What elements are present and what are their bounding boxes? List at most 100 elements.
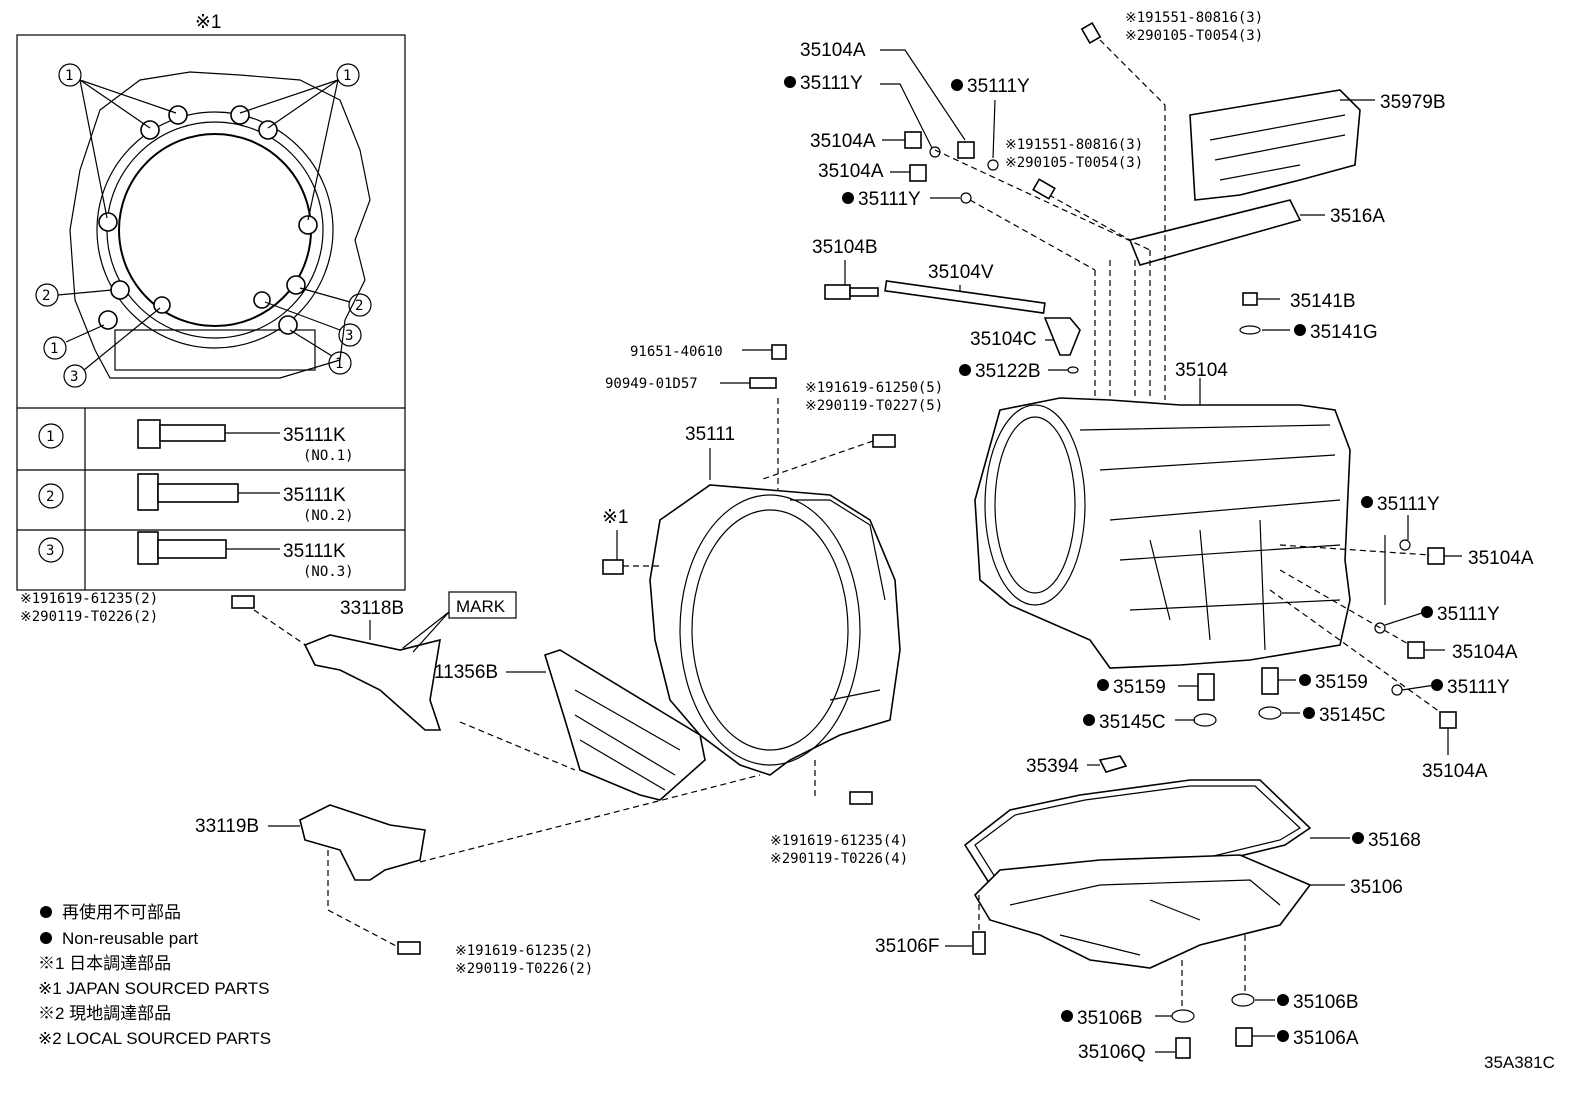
label-notes-b1b: ※290119-T0227(5): [805, 398, 943, 414]
label-inset-circle_labels-4: 1: [50, 341, 58, 357]
label-inset-circle_labels-6: 3: [70, 369, 78, 385]
inset-table: 1 35111K (NO.1) 2 35111K (NO.2) 3 35111K…: [38, 419, 354, 580]
label-labels-p35106a: 35106A: [1293, 1028, 1359, 1049]
legend-nonreuse-en: Non-reusable part: [62, 929, 198, 948]
label-labels-p35394: 35394: [1026, 756, 1079, 777]
side-plugs: 35111Y 35104A 35111Y 35104A 35111Y 35104…: [1269, 494, 1534, 782]
inset-callouts: 1 1 2 2 1 3 3 1: [35, 63, 372, 388]
label-inset-rows-2-num: 3: [46, 543, 54, 559]
label-labels-p35159_2: 35159: [1315, 672, 1368, 693]
label-notes-b2b: ※290119-T0226(2): [20, 609, 158, 625]
label-labels-p35104a_4: 35104A: [1468, 548, 1534, 569]
label-labels-p35104a_2: 35104A: [810, 131, 876, 152]
label-inset-rows-1-part: 35111K: [283, 485, 346, 506]
diagram-id: 35A381C: [1484, 1053, 1555, 1072]
label-inset-circle_labels-5: 3: [345, 328, 353, 344]
label-notes-top_b: ※290105-T0054(3): [1125, 28, 1263, 44]
label-labels-p35145c_1: 35145C: [1099, 712, 1166, 733]
label-labels-p35111y_1: 35111Y: [800, 73, 863, 94]
label-labels-p35111y_6: 35111Y: [1447, 677, 1510, 698]
label-notes-mid_a: ※191551-80816(3): [1005, 137, 1143, 153]
label-labels-p33119b: 33119B: [195, 816, 259, 837]
label-labels-p35159_1: 35159: [1113, 677, 1166, 698]
label-inset-rows-2-part: 35111K: [283, 541, 346, 562]
label-labels-p35111y_3: 35111Y: [858, 189, 921, 210]
oil-pan-35106: 35168 35106 35106F 35106B 35106Q 35106B …: [875, 779, 1421, 1063]
label-inset-circle_labels-7: 1: [335, 356, 343, 372]
label-labels-p11356b: 11356B: [434, 662, 498, 683]
bracket-35979B: [1189, 89, 1361, 201]
inset-marker: ※1: [195, 12, 222, 33]
inset-frame: [16, 34, 406, 591]
label-inset-rows-0-num: 1: [46, 429, 54, 445]
label-labels-p35106b_2: 35106B: [1293, 992, 1359, 1013]
label-labels-p35104v: 35104V: [928, 262, 994, 283]
bolt-inset: ※1 1 1 2 2 1: [16, 12, 406, 591]
label-notes-b4b: ※290119-T0226(2): [455, 961, 593, 977]
label-notes-mid_b: ※290105-T0054(3): [1005, 155, 1143, 171]
label-labels-p35104a_5: 35104A: [1452, 642, 1518, 663]
label-labels-p35122b: 35122B: [975, 361, 1041, 382]
housing-flange-outline: [69, 71, 371, 379]
label-notes-b3a: ※191619-61235(4): [770, 833, 908, 849]
label-inset-rows-1-sub: (NO.2): [303, 508, 354, 524]
legend-local-jp: ※2 現地調達部品: [38, 1004, 171, 1023]
legend-japan-jp: ※1 日本調達部品: [38, 954, 171, 973]
mark-box: [448, 591, 517, 619]
mark-label: MARK: [456, 597, 506, 616]
converter-housing-35111: 91651-40610 90949-01D57 ※191619-61250(5)…: [602, 344, 943, 867]
inset-bolts: [98, 105, 318, 335]
label-labels-p35141b: 35141B: [1290, 291, 1356, 312]
label-labels-p35145c_2: 35145C: [1319, 705, 1386, 726]
label-labels-p35106: 35106: [1350, 877, 1403, 898]
cooler-tube-group: ※191551-80816(3) ※290105-T0054(3) 35979B…: [784, 10, 1446, 400]
label-labels-p33118b: 33118B: [340, 598, 404, 619]
label-inset-circle_labels-1: 1: [343, 68, 351, 84]
label-labels-p3516a: 3516A: [1330, 206, 1385, 227]
legend-local-en: ※2 LOCAL SOURCED PARTS: [38, 1029, 271, 1048]
label-notes-b1a: ※191619-61250(5): [805, 380, 943, 396]
bracket-3516A: [1128, 199, 1302, 266]
label-inset-rows-2-sub: (NO.3): [303, 564, 354, 580]
legend-nonreuse-jp: 再使用不可部品: [62, 902, 181, 922]
label-inset-circle_labels-3: 2: [355, 298, 363, 314]
label-labels-p35979b: 35979B: [1380, 92, 1446, 113]
label-notes-b2a: ※191619-61235(2): [20, 591, 158, 607]
legend-japan-en: ※1 JAPAN SOURCED PARTS: [38, 979, 270, 998]
legend: 再使用不可部品 Non-reusable part ※1 日本調達部品 ※1 J…: [38, 902, 271, 1048]
label-labels-p35104: 35104: [1175, 360, 1228, 381]
label-inset-rows-0-part: 35111K: [283, 425, 346, 446]
label-labels-p35106b_1: 35106B: [1077, 1008, 1143, 1029]
bracket-33119B: 33119B ※191619-61235(2) ※290119-T0226(2): [195, 804, 593, 977]
label-labels-p35104c: 35104C: [970, 329, 1037, 350]
label-labels-p35104b: 35104B: [812, 237, 878, 258]
label-inset-rows-0-sub: (NO.1): [303, 448, 354, 464]
label-labels-p35111: 35111: [685, 424, 735, 445]
label-labels-x1: ※1: [602, 507, 629, 528]
label-labels-p35111y_2: 35111Y: [967, 76, 1030, 97]
label-labels-p35104a_1: 35104A: [800, 40, 866, 61]
plate-11356B: 11356B: [419, 649, 761, 863]
label-labels-p35106q: 35106Q: [1078, 1042, 1146, 1063]
label-labels-p35104a_6: 35104A: [1422, 761, 1488, 782]
label-labels-p35168: 35168: [1368, 830, 1421, 851]
label-labels-p90949: 90949-01D57: [605, 376, 698, 392]
valve-plugs: 35159 35145C 35159 35145C 35394: [1026, 667, 1386, 777]
bracket-33118B: ※191619-61235(2) ※290119-T0226(2) 33118B…: [20, 591, 517, 731]
label-notes-b4a: ※191619-61235(2): [455, 943, 593, 959]
label-notes-b3b: ※290119-T0226(4): [770, 851, 908, 867]
housing-bell-opening: [679, 494, 861, 766]
label-inset-circle_labels-2: 2: [42, 288, 50, 304]
label-labels-p35111y_4: 35111Y: [1377, 494, 1440, 515]
label-labels-p35111y_5: 35111Y: [1437, 604, 1500, 625]
label-inset-rows-1-num: 2: [46, 489, 54, 505]
transmission-case-35104: 35104 35141B 35141G: [974, 291, 1378, 669]
label-inset-circle_labels-0: 1: [65, 68, 73, 84]
label-labels-p35104a_3: 35104A: [818, 161, 884, 182]
label-labels-p35141g: 35141G: [1310, 322, 1378, 343]
housing-bore: [96, 111, 334, 349]
label-labels-p91651: 91651-40610: [630, 344, 723, 360]
label-labels-p35106f: 35106F: [875, 936, 939, 957]
label-notes-top_a: ※191551-80816(3): [1125, 10, 1263, 26]
